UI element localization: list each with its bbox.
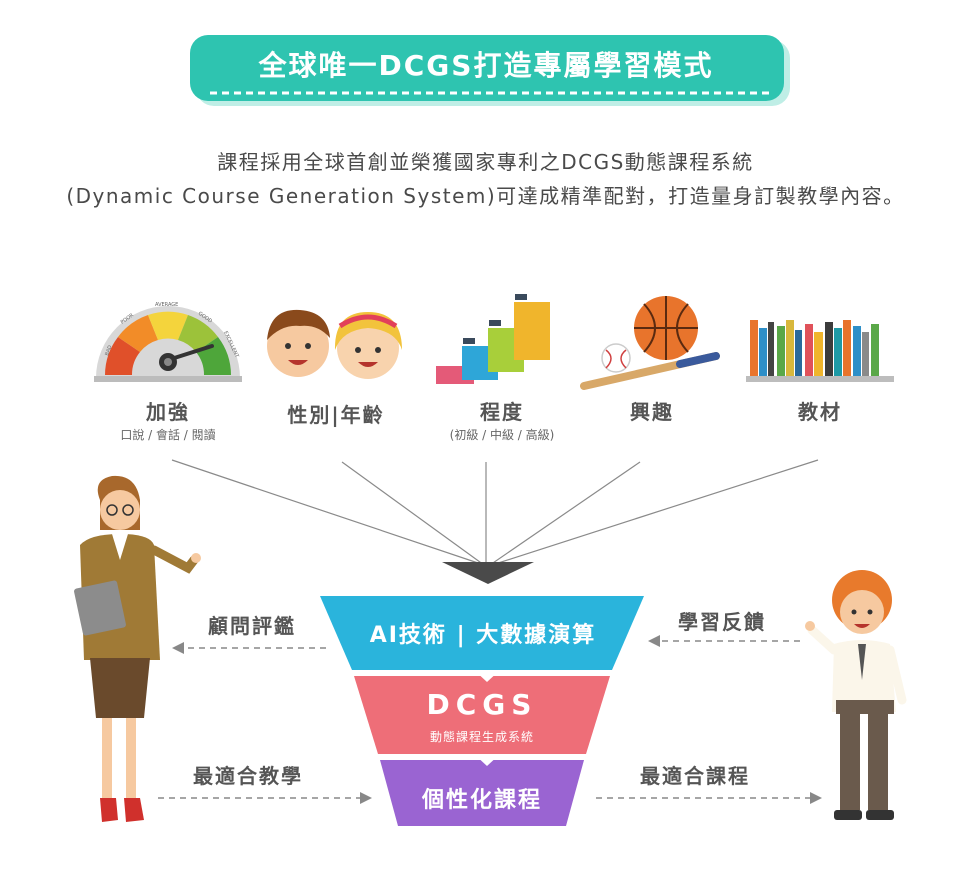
funnel-bottom-label: 個性化課程 [421, 788, 542, 813]
funnel-pointer-2 [474, 754, 500, 766]
funnel-middle-title: DCGS [426, 688, 538, 721]
funnel-middle [354, 676, 610, 754]
flow-label-right-bottom: 最適合課程 [640, 764, 750, 788]
converging-lines [171, 459, 819, 566]
banner-background [190, 35, 790, 106]
funnel-pointer-1 [474, 670, 500, 682]
category-label-3: 興趣 [630, 400, 674, 424]
books-icon [746, 320, 894, 382]
flow-label-left-bottom: 最適合教學 [193, 764, 303, 788]
gauge-icon: BAD POOR AVERAGE GOOD EXCELLENT [94, 302, 242, 382]
student-figure [805, 570, 907, 820]
funnel-middle-sub: 動態課程生成系統 [429, 730, 534, 744]
intro-line-2: (Dynamic Course Generation System)可達成精準配… [66, 184, 905, 208]
category-label-2: 程度 [480, 400, 524, 424]
kids-icon [267, 309, 402, 379]
teacher-figure [74, 475, 201, 822]
category-label-0: 加強 [146, 400, 190, 424]
category-sub-0: 口說 / 會話 / 閱讀 [120, 428, 216, 442]
category-label-1: 性別|年齡 [287, 403, 385, 427]
funnel-bottom [380, 760, 584, 826]
intro-line-1: 課程採用全球首創並榮獲國家專利之DCGS動態課程系統 [217, 150, 754, 174]
banner-title: 全球唯一DCGS打造專屬學習模式 [258, 49, 714, 82]
gauge-tick-0: BAD [104, 344, 113, 356]
category-label-4: 教材 [798, 400, 842, 424]
level-bars-icon [436, 294, 550, 384]
flow-arrows [158, 640, 812, 799]
flow-label-right-top: 學習反饋 [678, 610, 766, 634]
flow-label-left-top: 顧問評鑑 [208, 614, 296, 638]
funnel-top-label: AI技術 | 大數據演算 [369, 623, 597, 648]
funnel-top-cap [442, 562, 534, 584]
category-icons: BAD POOR AVERAGE GOOD EXCELLENT [94, 294, 894, 390]
gauge-tick-2: AVERAGE [155, 302, 178, 308]
funnel-top [320, 596, 644, 670]
sports-icon [580, 296, 720, 390]
category-sub-2: (初級 / 中級 / 高級) [449, 428, 555, 442]
